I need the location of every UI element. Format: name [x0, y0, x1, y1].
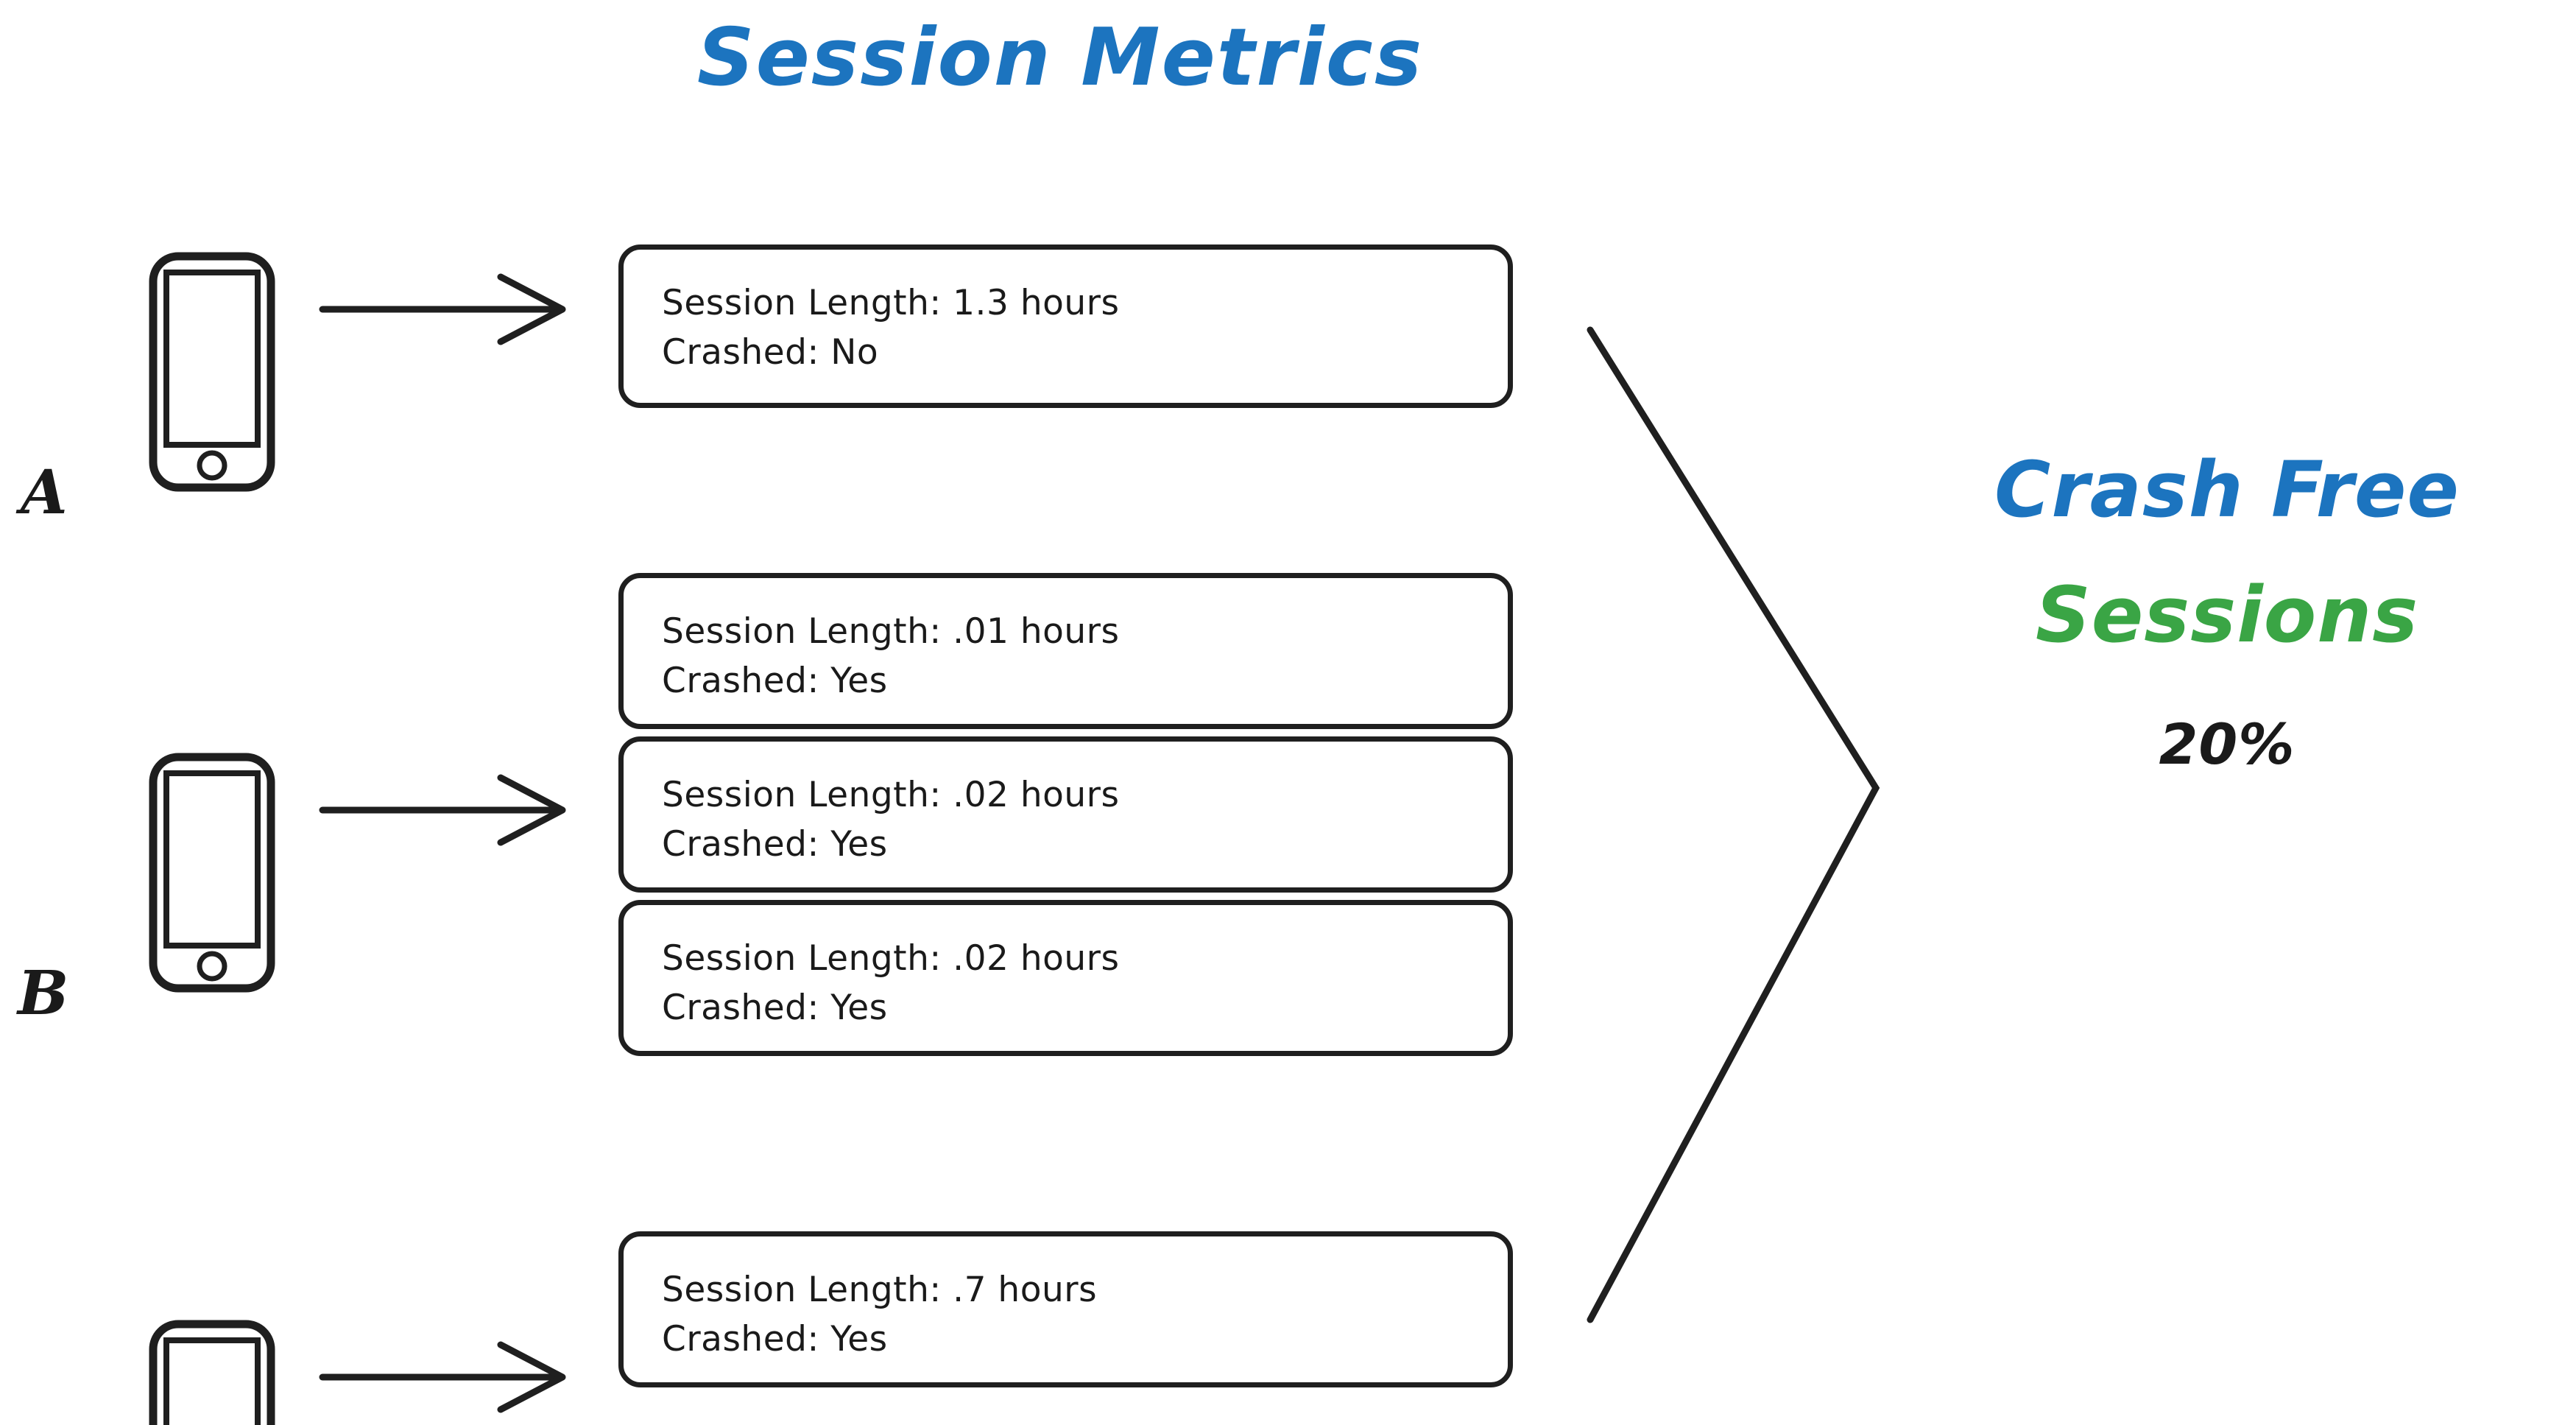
session-card[interactable]: Session Length: .02 hours Crashed: Yes [618, 900, 1513, 1056]
session-length-label: Session Length: .02 hours [662, 775, 1120, 815]
aggregation-bracket-icon [1531, 295, 1914, 1348]
session-length-label: Session Length: .02 hours [662, 938, 1120, 979]
summary-title-line1: Crash Free [1994, 445, 2460, 535]
arrow-right-icon-b [317, 766, 611, 854]
session-crashed-label: Crashed: Yes [662, 987, 888, 1028]
session-card[interactable]: Session Length: 1.3 hours Crashed: No [618, 244, 1513, 408]
arrow-right-icon-a [317, 265, 611, 353]
session-length-label: Session Length: 1.3 hours [662, 283, 1120, 323]
mobile-phone-icon-b [147, 751, 277, 994]
mobile-phone-icon-a [147, 250, 277, 493]
session-card[interactable]: Session Length: .7 hours Crashed: Yes [618, 1231, 1513, 1387]
session-card[interactable]: Session Length: .02 hours Crashed: Yes [618, 736, 1513, 893]
device-label-b: B [18, 958, 69, 1029]
summary-title-line2: Sessions [2035, 570, 2419, 660]
session-length-label: Session Length: .01 hours [662, 611, 1120, 652]
arrow-right-icon-c [317, 1333, 611, 1421]
session-crashed-label: Crashed: Yes [662, 823, 888, 865]
device-label-a: A [21, 457, 68, 528]
page-title: Session Metrics [696, 12, 1424, 104]
session-length-label: Session Length: .7 hours [662, 1270, 1098, 1310]
mobile-phone-icon-c [147, 1318, 277, 1425]
crash-free-percent-value: 20% [2159, 711, 2296, 777]
session-card[interactable]: Session Length: .01 hours Crashed: Yes [618, 573, 1513, 729]
session-crashed-label: Crashed: Yes [662, 1318, 888, 1359]
session-crashed-label: Crashed: Yes [662, 660, 888, 701]
session-crashed-label: Crashed: No [662, 331, 879, 373]
summary-block: Crash Free Sessions 20% [1885, 442, 2569, 777]
